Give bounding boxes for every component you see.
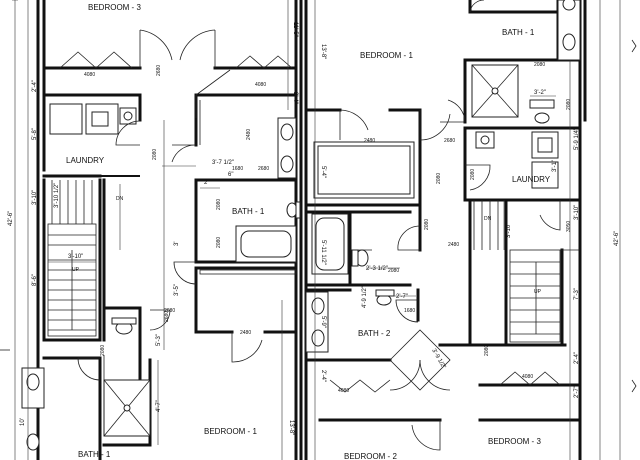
dim-text: 2'-7" [396, 294, 408, 300]
door-code: 4080 [255, 82, 266, 88]
label-bedroom-1-bottom: BEDROOM - 1 [204, 427, 257, 436]
door-code: 2080 [152, 149, 158, 160]
dim-text: 3'-10" [506, 223, 512, 238]
left-bath1-fixtures [21, 117, 301, 451]
door-code: 4080 [338, 388, 349, 394]
door-code: 2080 [484, 345, 490, 356]
dim-text: 13'-8" [320, 44, 326, 59]
left-doors [59, 29, 293, 381]
dim-text: 10' [20, 418, 26, 426]
door-code: 2080 [566, 99, 572, 110]
label-bedroom-1-top: BEDROOM - 1 [360, 51, 413, 60]
dim-text: 2' [204, 180, 208, 186]
label-laundry-left: LAUNDRY [66, 156, 105, 165]
stair-dn-right: DN [484, 216, 492, 222]
dim-text: 3'-10" [32, 190, 38, 205]
dim-text: 3'-9 1/2" [430, 348, 446, 370]
dim-text: 5'-4" [320, 166, 326, 178]
door-code: 2080 [470, 169, 476, 180]
dim-text: 2'-4" [574, 352, 580, 364]
dim-text: 3'-10" [574, 205, 580, 220]
dim-text: 5'-3" [156, 334, 162, 346]
dim-text: 5'-9 1/4" [574, 128, 580, 150]
dim-text: 4'-9 1/2" [362, 286, 368, 308]
door-code: 2080 [436, 173, 442, 184]
label-bedroom-3-top: BEDROOM - 3 [88, 3, 141, 12]
overall-dimension-right: 42'-6" [614, 0, 621, 460]
dim-42-6-right: 42'-6" [614, 231, 620, 246]
dim-text: 5'-9" [320, 316, 326, 328]
dim-42-6-left: 42'-6" [8, 211, 14, 226]
overall-dimension-left: 42'-6" [8, 0, 18, 460]
label-bath-1-top: BATH - 1 [502, 28, 535, 37]
dim-text: 2'-3 1/2" [366, 266, 388, 272]
door-code: 2080 [216, 199, 222, 210]
door-code: 1680 [404, 308, 415, 314]
dim-text: 2'-7" [574, 386, 580, 398]
dim-text: 5'-8" [32, 128, 38, 140]
door-code: 2080 [216, 237, 222, 248]
dim-text: 3' [174, 242, 180, 246]
door-code: 2680 [164, 308, 175, 314]
right-doors [329, 0, 580, 451]
door-code: 4080 [522, 374, 533, 380]
door-code: 4080 [84, 72, 95, 78]
label-laundry-right: LAUNDRY [512, 175, 551, 184]
door-code: 2480 [240, 330, 251, 336]
door-code: 2680 [164, 311, 170, 322]
label-bath-1-mid: BATH - 1 [232, 207, 265, 216]
door-code: 2480 [246, 129, 252, 140]
dim-text: 5'-11 1/2" [320, 240, 326, 265]
door-code: 2480 [448, 242, 459, 248]
stair-up-right: UP [534, 289, 542, 295]
door-code: 2080 [424, 219, 430, 230]
label-bedroom-2: BEDROOM - 2 [344, 452, 397, 460]
label-bath-1-bottom: BATH - 1 [78, 450, 111, 459]
dim-text: 13'-8" [288, 420, 294, 435]
right-unit-walls [304, 0, 587, 460]
room-labels: BEDROOM - 3 BEDROOM - 1 BATH - 1 LAUNDRY… [66, 3, 551, 460]
right-dimension-lines [314, 0, 601, 460]
corner-markers [0, 39, 637, 393]
dim-text: 3'-5" [174, 284, 180, 296]
dim-text: 7'-3" [574, 288, 580, 300]
stair-up-left: UP [72, 267, 80, 273]
label-bedroom-3-bottom: BEDROOM - 3 [488, 437, 541, 446]
door-code: 1680 [232, 166, 243, 172]
dim-text: 2'-4" [292, 92, 298, 104]
dim-text: 3'-10 1/2" [54, 183, 60, 208]
door-codes: 4080 2680 4080 2080 2480 1680 2680 2080 … [84, 62, 572, 394]
left-dimension-lines [27, 0, 289, 460]
door-code: 2080 [388, 268, 399, 274]
door-code: 3050 [566, 221, 572, 232]
door-code: 2480 [364, 138, 375, 144]
door-code: 2680 [444, 138, 455, 144]
right-fixtures [305, 0, 581, 353]
dim-text: 8'-6" [32, 274, 38, 286]
dim-text: 3'-7 1/2" [212, 160, 234, 166]
dim-text: 3'-2" [534, 90, 546, 96]
right-stair: UP DN [473, 200, 561, 343]
dim-text: 3'-1" [552, 160, 558, 172]
label-bath-2: BATH - 2 [358, 329, 391, 338]
dim-text: 11'-5" [292, 22, 298, 37]
dim-text: 3'-10" [68, 254, 83, 260]
door-code: 2680 [258, 166, 269, 172]
left-laundry-fixtures [49, 103, 137, 135]
door-code: 2680 [156, 65, 162, 76]
door-code: 2080 [534, 62, 545, 68]
dim-text: 2'-4" [32, 80, 38, 92]
dim-text: 2'-4" [320, 370, 326, 382]
door-code: 2080 [100, 345, 106, 356]
left-closets [199, 100, 297, 275]
dim-text: 4'-7" [156, 400, 162, 412]
dim-text: 6" [228, 172, 233, 178]
